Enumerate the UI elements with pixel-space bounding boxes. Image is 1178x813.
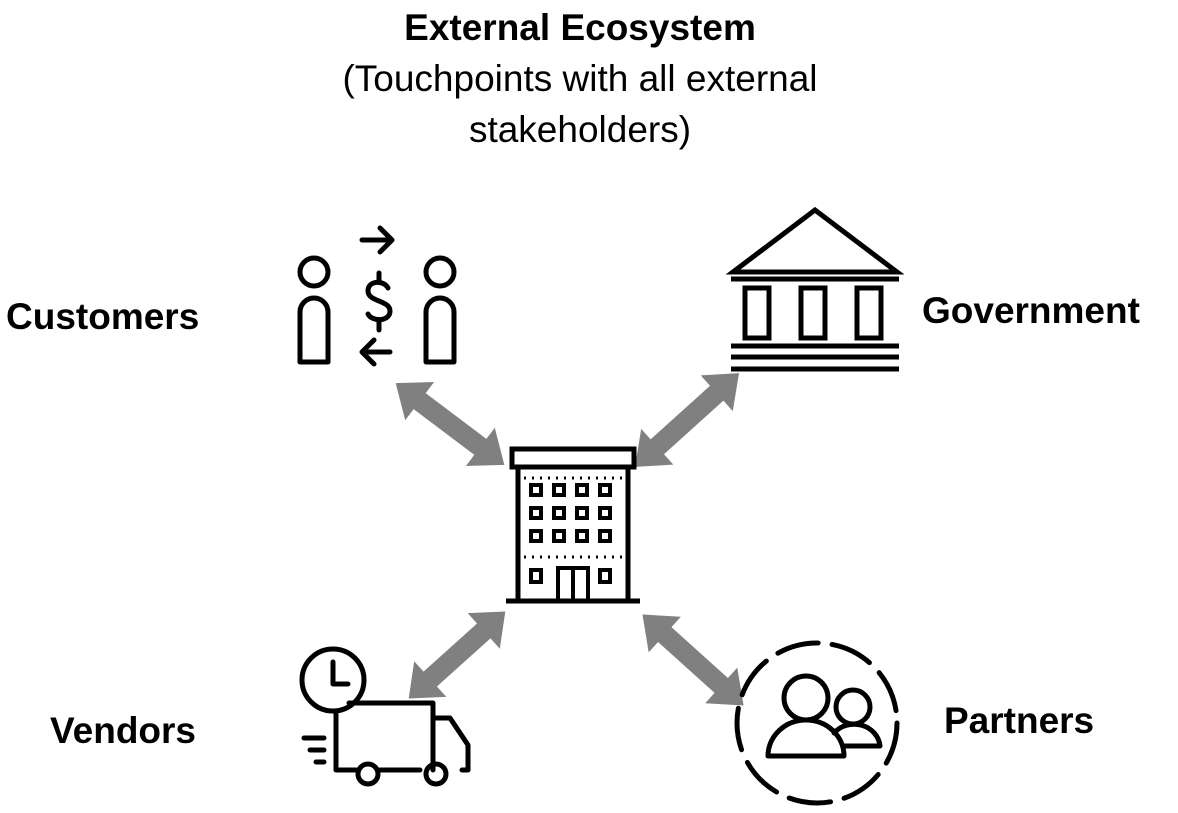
partners-group-icon xyxy=(734,640,900,806)
partners-label: Partners xyxy=(944,700,1095,741)
partners-connector-arrow xyxy=(642,614,744,706)
government-connector-arrow xyxy=(634,373,740,467)
government-building-icon xyxy=(725,206,905,372)
diagram-subtitle: (Touchpoints with all external stakehold… xyxy=(342,58,818,150)
diagram-title: External Ecosystem xyxy=(404,7,756,48)
vendors-connector-arrow xyxy=(408,611,506,699)
vendors-label: Vendors xyxy=(50,710,196,751)
customers-payment-exchange-icon xyxy=(297,225,457,367)
office-building-icon xyxy=(506,446,640,604)
delivery-truck-clock-icon xyxy=(299,646,471,787)
customers-label: Customers xyxy=(6,296,200,337)
government-label: Government xyxy=(922,290,1140,331)
diagram-header: External Ecosystem (Touchpoints with all… xyxy=(250,2,910,155)
customers-connector-arrow xyxy=(395,381,505,467)
